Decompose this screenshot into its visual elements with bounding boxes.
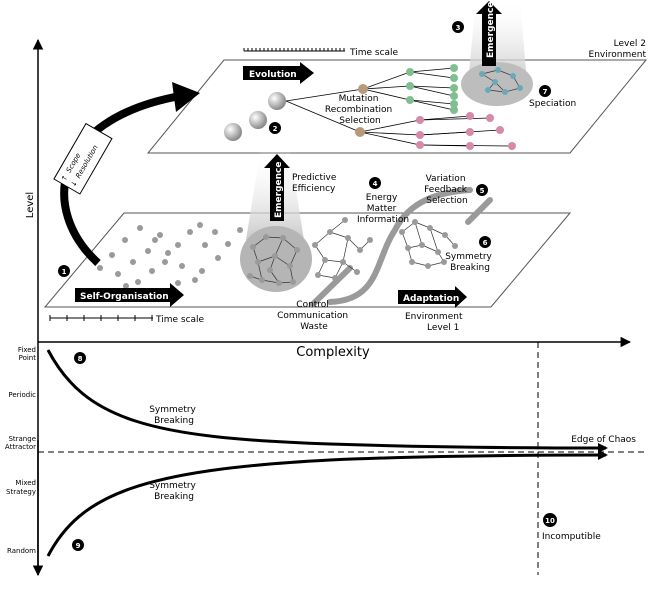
adaptation-flow [309, 187, 493, 308]
variation-label: Variation Feedback Selection [424, 174, 470, 206]
symmetry-lower-label: Symmetry Breaking [149, 481, 199, 502]
svg-text:Emergence: Emergence [274, 162, 284, 218]
svg-text:Point: Point [19, 354, 37, 362]
y-tick-labels: Fixed Point Periodic Strange Attractor M… [5, 346, 36, 555]
svg-text:8: 8 [78, 355, 83, 363]
svg-text:Emergence: Emergence [486, 2, 496, 58]
incomputible-label: Incomputible [542, 532, 601, 542]
predictive-label: Predictive Efficiency [292, 173, 339, 194]
svg-text:5: 5 [480, 187, 485, 195]
badge-6: 6 [479, 236, 491, 248]
svg-text:Time scale: Time scale [349, 48, 399, 58]
edge-of-chaos-label: Edge of Chaos [571, 435, 636, 445]
lower-curve [46, 453, 607, 557]
svg-text:3: 3 [456, 24, 461, 32]
svg-text:Strategy: Strategy [6, 488, 36, 496]
evolution-tree [285, 67, 513, 147]
svg-text:10: 10 [545, 517, 555, 525]
evolution-tree-nodes [355, 64, 516, 150]
speciation-label: Speciation [529, 99, 576, 109]
svg-text:Strange: Strange [8, 435, 36, 443]
emergence-network-mid [247, 234, 300, 286]
svg-text:Self-Organisation: Self-Organisation [80, 292, 169, 302]
evolution-balls [224, 92, 286, 141]
svg-text:Attractor: Attractor [5, 443, 36, 451]
svg-text:Random: Random [7, 547, 36, 555]
self-organisation-particles [97, 222, 243, 289]
level1-label: Level 1 [427, 323, 459, 333]
badge-9: 9 [72, 539, 84, 551]
badge-3: 3 [452, 21, 464, 33]
complexity-axis-label: Complexity [296, 345, 370, 360]
speciation-network [479, 67, 523, 95]
svg-text:Fixed: Fixed [18, 346, 36, 354]
svg-text:6: 6 [483, 239, 488, 247]
evolution-arrow: Evolution [243, 62, 314, 84]
symmetry-top-label: Symmetry Breaking [445, 252, 495, 273]
upper-curve [46, 349, 607, 450]
emergence-arrow-mid: Emergence [264, 154, 290, 221]
svg-text:Periodic: Periodic [8, 391, 36, 399]
badge-2: 2 [269, 122, 281, 134]
badge-1: 1 [58, 265, 70, 277]
control-label: Control Communication Waste [277, 300, 351, 332]
badge-5: 5 [476, 184, 488, 196]
network-center [312, 217, 373, 281]
emergence-cluster-mid [240, 226, 312, 292]
emergence-arrow-top: Emergence [476, 1, 502, 66]
badge-7: 7 [539, 85, 551, 97]
badge-4: 4 [369, 177, 381, 189]
svg-text:↑: ↑ [60, 174, 70, 183]
symmetry-upper-label: Symmetry Breaking [149, 405, 199, 426]
scope-box: Scope Resolution ↑ ↓ [53, 122, 113, 195]
svg-text:7: 7 [543, 88, 548, 96]
self-organisation-arrow: Self-Organisation [75, 283, 184, 307]
level2-env-label: Environment [589, 50, 647, 60]
svg-text:Evolution: Evolution [249, 70, 297, 80]
svg-text:Mixed: Mixed [15, 479, 36, 487]
mutation-label: Mutation Recombination Selection [325, 94, 395, 126]
time-scale-top: Time scale [243, 48, 399, 58]
network-right [399, 219, 458, 269]
svg-text:9: 9 [76, 542, 81, 550]
level1-env-label: Environment [405, 312, 463, 322]
svg-text:2: 2 [273, 125, 278, 133]
level-axis-label: Level [25, 192, 36, 218]
svg-text:↓: ↓ [69, 179, 79, 188]
level2-label: Level 2 [614, 39, 646, 49]
svg-text:Adaptation: Adaptation [403, 294, 459, 304]
badge-10: 10 [543, 513, 557, 527]
svg-text:Time scale: Time scale [155, 315, 205, 325]
energy-label: Energy Matter Information [357, 193, 409, 225]
badge-8: 8 [74, 352, 86, 364]
time-scale-bottom: Time scale [49, 315, 205, 325]
svg-text:4: 4 [373, 180, 378, 188]
svg-text:1: 1 [62, 268, 67, 276]
adaptation-arrow: Adaptation [398, 286, 467, 308]
